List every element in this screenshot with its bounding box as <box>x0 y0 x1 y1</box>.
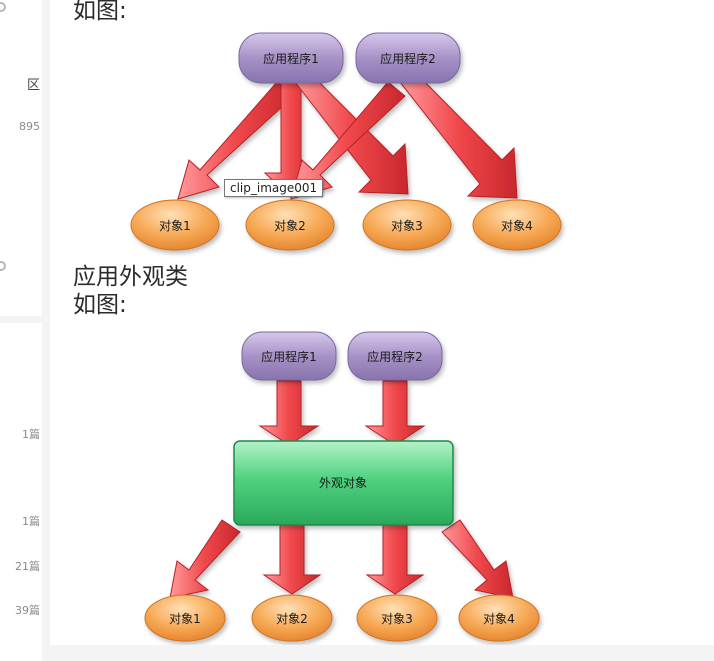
article-body: 如图: 应用外观类 如图: <box>50 0 714 645</box>
arrow <box>258 380 320 446</box>
arrow <box>399 69 518 199</box>
arrows-direct <box>177 69 518 200</box>
heading-as-shown: 如图: <box>73 0 127 24</box>
arrow <box>441 519 514 599</box>
arrow <box>364 380 426 446</box>
app-node: 应用程序2 <box>355 32 461 84</box>
object-label: 对象1 <box>169 612 201 626</box>
arrow <box>365 524 425 595</box>
diagram-direct: 应用程序1 应用程序2 对象1 对象2 对象3 对象4 <box>130 32 562 251</box>
object-node: 对象3 <box>362 199 452 251</box>
object-node: 对象4 <box>472 199 562 251</box>
image-tooltip: clip_image001 <box>224 179 324 197</box>
page-gutter <box>50 645 714 661</box>
app-node: 应用程序1 <box>241 331 337 381</box>
object-label: 对象2 <box>276 612 308 626</box>
app-node: 应用程序1 <box>238 32 344 84</box>
sidebar-text-qu: 区 <box>26 78 40 93</box>
diagram-facade: 应用程序1 应用程序2 外观对象 对象1 对象2 对象3 <box>144 331 540 642</box>
archive-count[interactable]: 21篇 <box>15 560 40 573</box>
archive-count[interactable]: 1篇 <box>22 515 40 528</box>
object-node: 对象4 <box>458 594 540 642</box>
heading-as-shown: 如图: <box>73 292 127 318</box>
view-icon <box>0 261 6 271</box>
heading-facade: 应用外观类 <box>73 264 188 290</box>
sidebar-archive-card: 1篇 1篇 21篇 39篇 <box>0 323 42 661</box>
object-node: 对象1 <box>130 199 220 251</box>
app-label: 应用程序2 <box>380 51 436 66</box>
facade-label: 外观对象 <box>319 476 367 490</box>
object-node: 对象2 <box>245 199 335 251</box>
arrow <box>262 524 322 595</box>
sidebar-text-count: 895 <box>19 120 40 133</box>
object-label: 对象1 <box>159 219 191 233</box>
object-node: 对象3 <box>356 594 438 642</box>
archive-count[interactable]: 39篇 <box>15 604 40 617</box>
facade-node: 外观对象 <box>233 440 454 526</box>
arrows-facade <box>169 380 514 599</box>
eye-icon <box>0 2 6 12</box>
object-node: 对象2 <box>251 594 333 642</box>
diagram-canvas: 应用程序1 应用程序2 对象1 对象2 对象3 对象4 <box>130 32 562 642</box>
object-label: 对象3 <box>381 612 413 626</box>
object-node: 对象1 <box>144 594 226 642</box>
app-label: 应用程序1 <box>261 349 317 364</box>
object-label: 对象4 <box>483 612 515 626</box>
arrow <box>169 519 241 599</box>
app-label: 应用程序1 <box>263 51 319 66</box>
app-label: 应用程序2 <box>367 349 423 364</box>
object-label: 对象3 <box>391 219 423 233</box>
object-label: 对象4 <box>501 219 533 233</box>
archive-count[interactable]: 1篇 <box>22 428 40 441</box>
arrow <box>177 81 295 200</box>
sidebar: 区 895 1篇 1篇 21篇 39篇 <box>0 0 42 661</box>
object-label: 对象2 <box>274 219 306 233</box>
app-node: 应用程序2 <box>347 331 443 381</box>
sidebar-profile-card: 区 895 <box>0 0 42 316</box>
